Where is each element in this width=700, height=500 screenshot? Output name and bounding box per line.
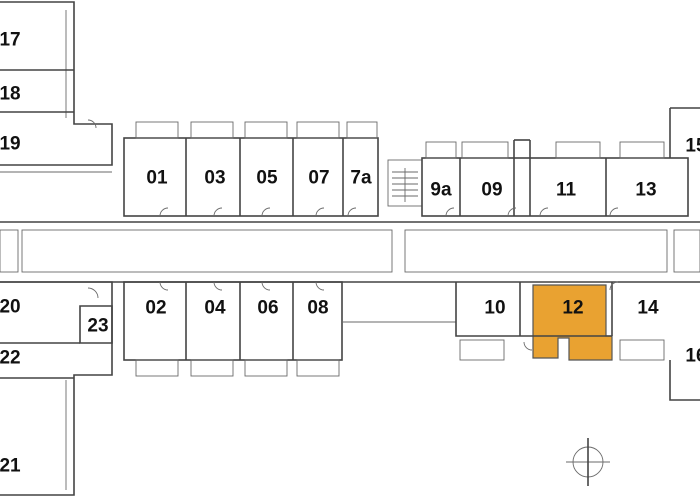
unit-06-label[interactable]: 06 [257,298,278,319]
unit-12-label[interactable]: 12 [562,298,583,319]
unit-20-label[interactable]: 20 [0,297,21,318]
bottom-row-east [455,281,700,401]
unit-13-label[interactable]: 13 [635,180,656,201]
bottom-row-west [123,281,456,377]
unit-08-label[interactable]: 08 [307,298,328,319]
room-labels: 17 18 19 20 22 21 23 01 03 05 07 7a 9a 0… [0,30,700,477]
unit-01-label[interactable]: 01 [146,168,168,189]
unit-12-highlight[interactable] [532,284,613,361]
unit-09-label[interactable]: 09 [481,180,502,201]
unit-17-label[interactable]: 17 [0,30,21,51]
unit-11-label[interactable]: 11 [556,180,577,201]
unit-22-label[interactable]: 22 [0,348,21,369]
unit-04-label[interactable]: 04 [204,298,226,319]
left-wing [0,1,113,496]
unit-18-label[interactable]: 18 [0,84,21,105]
unit-15-label[interactable]: 15 [685,136,700,157]
north-arrow-icon [566,438,610,486]
unit-03-label[interactable]: 03 [204,168,225,189]
unit-14-label[interactable]: 14 [637,298,659,319]
top-row-west [123,121,379,217]
unit-21-label[interactable]: 21 [0,456,21,477]
unit-23-label[interactable]: 23 [87,316,108,337]
unit-07-label[interactable]: 07 [308,168,329,189]
unit-16-label[interactable]: 16 [685,346,700,367]
unit-05-label[interactable]: 05 [256,168,278,189]
stairs-icon [387,159,423,207]
unit-9a-label[interactable]: 9a [430,180,452,201]
corridor [0,221,700,283]
unit-02-label[interactable]: 02 [145,298,166,319]
top-row-east [421,107,700,217]
unit-10-label[interactable]: 10 [484,298,505,319]
unit-19-label[interactable]: 19 [0,134,21,155]
unit-7a-label[interactable]: 7a [350,168,372,189]
